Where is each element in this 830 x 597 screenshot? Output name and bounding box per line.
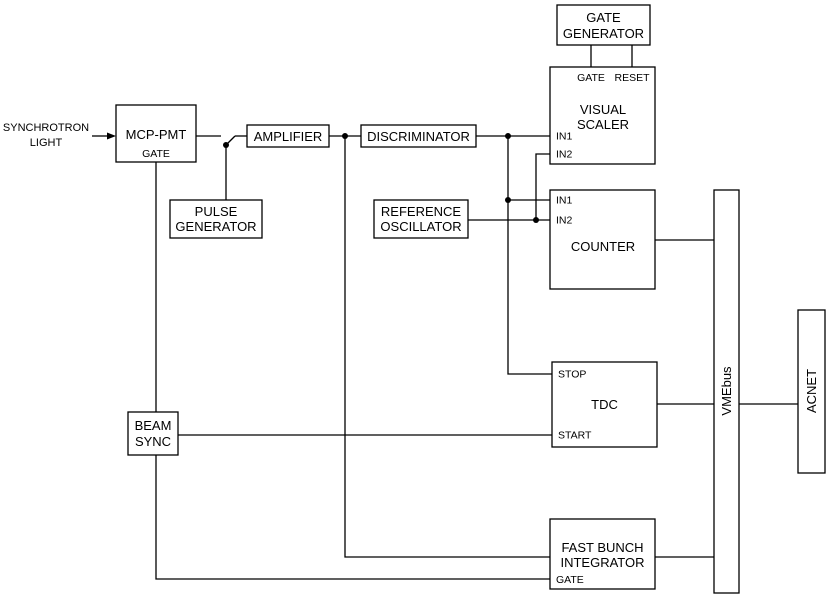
vmebus-block: VMEbus [713,189,740,594]
input-label-line2: LIGHT [30,137,63,149]
discriminator-label: DISCRIMINATOR [367,129,470,144]
acnet-label: ACNET [804,369,819,413]
wire-beamsync-fbi [155,455,550,580]
fast-bunch-integrator-block: FAST BUNCH INTEGRATOR GATE [549,518,656,590]
amplifier-label: AMPLIFIER [254,129,323,144]
fast-bunch-integrator-gate-port: GATE [556,574,584,586]
counter-block: IN1 IN2 COUNTER [549,189,656,290]
wire-osc-scaler-in2 [535,153,550,220]
visual-scaler-reset-port: RESET [614,72,650,84]
pulse-generator-block: PULSE GENERATOR [169,199,263,239]
reference-oscillator-label-line1: REFERENCE [381,204,462,219]
pulse-generator-label-line1: PULSE [195,204,238,219]
wires [92,45,798,580]
arrow-head [107,132,116,140]
amplifier-block: AMPLIFIER [246,124,330,148]
mcp-pmt-block: MCP-PMT GATE [115,104,197,163]
counter-in1-port: IN1 [556,195,573,207]
fast-bunch-integrator-label-line2: INTEGRATOR [560,555,644,570]
acnet-block: ACNET [797,309,826,474]
gate-generator-label-line2: GENERATOR [563,26,644,41]
input-label-line1: SYNCHROTRON [3,122,89,134]
wire-amp-fbi [344,136,550,558]
beam-sync-label-line2: SYNC [135,434,171,449]
fast-bunch-integrator-label-line1: FAST BUNCH [561,540,643,555]
visual-scaler-in1-port: IN1 [556,131,573,143]
mcp-pmt-gate-port: GATE [142,148,170,160]
gate-generator-block: GATE GENERATOR [556,4,651,46]
visual-scaler-block: GATE RESET VISUAL SCALER IN1 IN2 [549,66,656,165]
reference-oscillator-block: REFERENCE OSCILLATOR [373,199,469,239]
junction-dot [505,197,511,203]
junction-dot [342,133,348,139]
visual-scaler-in2-port: IN2 [556,149,573,161]
counter-in2-port: IN2 [556,215,573,227]
junction-dot [505,133,511,139]
gate-generator-label-line1: GATE [586,10,621,25]
counter-label: COUNTER [571,239,635,254]
junction-dot [223,142,229,148]
junctions [223,133,539,223]
tdc-label: TDC [591,397,618,412]
vmebus-label: VMEbus [719,366,734,416]
tdc-stop-port: STOP [558,369,586,381]
junction-dot [533,217,539,223]
mcp-pmt-label: MCP-PMT [126,127,187,142]
reference-oscillator-label-line2: OSCILLATOR [380,219,461,234]
wire-disc-tdc [507,136,552,375]
beam-sync-label-line1: BEAM [135,418,172,433]
tdc-block: STOP TDC START [551,361,658,448]
visual-scaler-gate-port: GATE [577,72,605,84]
tdc-start-port: START [558,430,592,442]
beam-sync-block: BEAM SYNC [127,411,179,456]
visual-scaler-label-line2: SCALER [577,117,629,132]
visual-scaler-label-line1: VISUAL [580,102,626,117]
synchrotron-light-input: SYNCHROTRON LIGHT [3,122,89,149]
discriminator-block: DISCRIMINATOR [360,124,477,148]
pulse-generator-label-line2: GENERATOR [175,219,256,234]
